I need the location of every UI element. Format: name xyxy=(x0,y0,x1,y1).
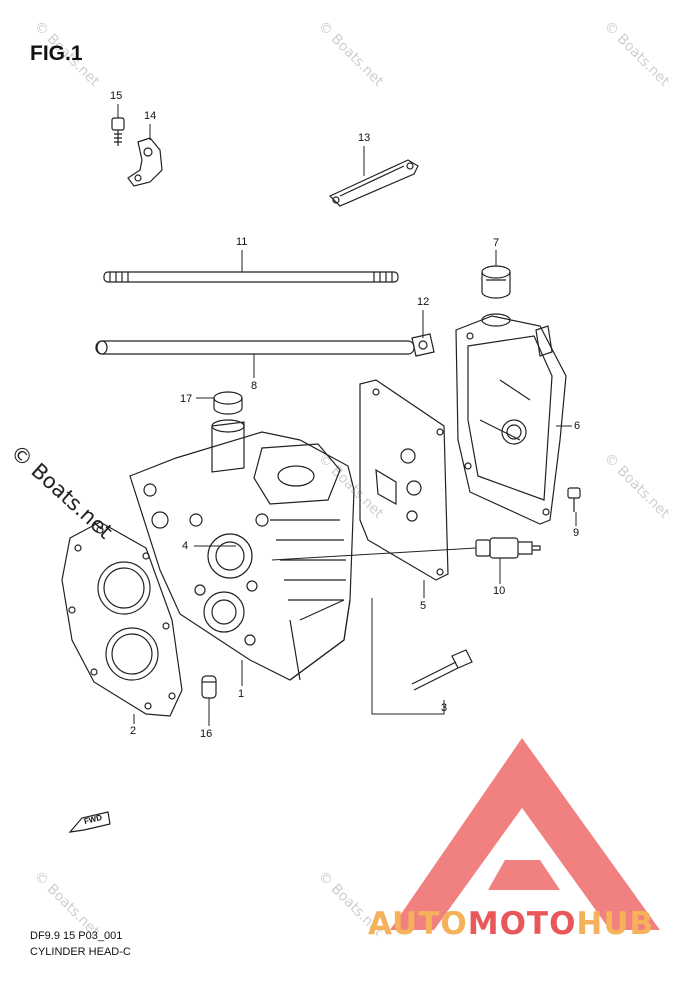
part-7-cap xyxy=(481,265,511,299)
callout-4: 4 xyxy=(182,540,189,552)
part-2-head-gasket xyxy=(61,521,183,717)
callout-11: 11 xyxy=(236,236,248,248)
automotohub-logo-triangle xyxy=(390,738,660,930)
part-14-bracket xyxy=(127,137,163,187)
leader-line-3 xyxy=(371,598,445,715)
fwd-arrow-icon xyxy=(68,811,111,833)
callout-16: 16 xyxy=(200,728,213,740)
figure-title: FIG.1 xyxy=(30,42,83,65)
part-17-plug xyxy=(213,391,243,415)
part-1-cylinder-head xyxy=(129,419,355,681)
callout-8: 8 xyxy=(251,380,258,392)
callout-5: 5 xyxy=(420,600,427,612)
callout-10: 10 xyxy=(493,585,506,597)
automotohub-logo-text: AUTOMOTOHUB xyxy=(368,906,654,942)
part-15-bolt xyxy=(111,117,125,146)
leader-line-10 xyxy=(271,547,501,584)
callout-6: 6 xyxy=(574,420,581,432)
callout-3: 3 xyxy=(441,702,448,714)
logo-part-moto: MOTO xyxy=(467,906,577,942)
logo-part-auto: AUTO xyxy=(368,906,468,942)
callout-14: 14 xyxy=(144,110,157,122)
part-3-bolt xyxy=(411,649,473,691)
callout-1: 1 xyxy=(238,688,245,700)
callout-15: 15 xyxy=(110,90,123,102)
part-5-gasket xyxy=(359,379,449,581)
callout-9: 9 xyxy=(573,527,580,539)
part-16-dowel xyxy=(201,675,217,699)
part-13-plate xyxy=(328,159,419,207)
callout-17: 17 xyxy=(180,393,193,405)
callout-2: 2 xyxy=(130,725,137,737)
part-6-cover xyxy=(455,313,567,525)
callout-13: 13 xyxy=(358,132,371,144)
part-9-bolt xyxy=(567,487,581,512)
part-11-rod xyxy=(103,271,399,283)
callout-12: 12 xyxy=(417,296,430,308)
part-10-spark-plug xyxy=(475,537,541,559)
figure-name: CYLINDER HEAD-C xyxy=(30,946,131,958)
logo-part-hub: HUB xyxy=(576,906,655,942)
part-8-tube xyxy=(95,340,415,355)
part-12-clip xyxy=(411,333,435,357)
callout-7: 7 xyxy=(493,237,500,249)
figure-code: DF9.9 15 P03_001 xyxy=(30,930,123,942)
